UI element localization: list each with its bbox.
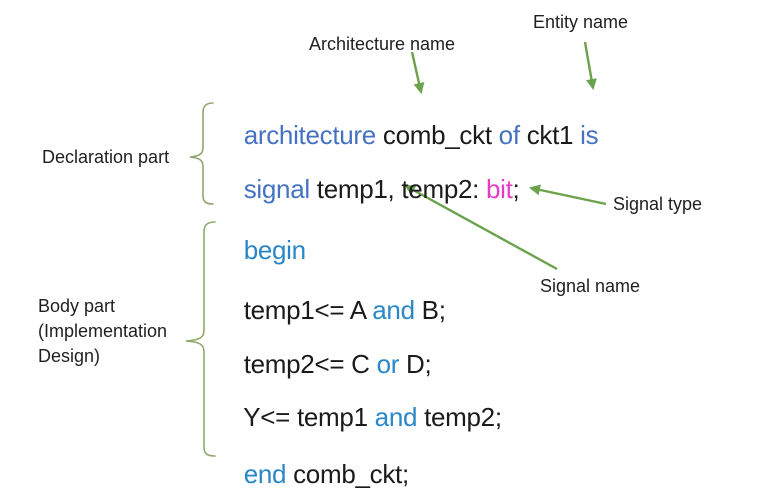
code-segment: D; — [399, 349, 432, 379]
code-segment: ckt1 — [526, 120, 581, 150]
code-segment: begin — [243, 235, 306, 265]
declaration-part-label: Declaration part — [42, 147, 170, 167]
code-segment: of — [498, 120, 527, 150]
code-line-begin: begin — [216, 208, 306, 292]
code-segment: bit — [485, 174, 513, 204]
code-segment: and — [372, 295, 415, 325]
code-segment: temp2; — [417, 402, 502, 432]
code-segment: architecture — [243, 120, 383, 150]
code-segment: B; — [414, 295, 446, 325]
entity-name-label: Entity name — [533, 12, 629, 32]
code-segment: temp2<= C — [243, 349, 377, 379]
code-segment: Y<= temp1 — [243, 402, 375, 432]
code-segment: ; — [512, 174, 520, 204]
entity-name-arrow — [583, 41, 597, 90]
code-line-architecture: architecture comb_ckt of ckt1 is — [216, 93, 599, 177]
code-line-temp1-assign: temp1<= A and B; — [216, 268, 446, 352]
code-segment: comb_ckt; — [293, 459, 409, 489]
body-part-label: Body part (Implementation Design) — [38, 294, 167, 369]
signal-type-arrow — [529, 184, 607, 206]
code-segment: or — [376, 349, 400, 379]
signal-name-label: Signal name — [540, 276, 641, 296]
body-part-label-line-2: (Implementation — [38, 321, 168, 341]
code-segment: comb_ckt — [382, 120, 499, 150]
code-segment: temp1<= A — [243, 295, 373, 325]
code-line-temp2-assign: temp2<= C or D; — [216, 322, 432, 406]
code-segment: end — [243, 459, 294, 489]
code-segment: signal — [243, 174, 317, 204]
code-line-signal: signal temp1, temp2: bit; — [216, 147, 520, 231]
code-segment: temp1, temp2: — [316, 174, 486, 204]
body-part-label-line-3: Design) — [38, 346, 101, 366]
code-line-y-assign: Y<= temp1 and temp2; — [216, 375, 502, 459]
body-part-brace — [185, 221, 216, 457]
signal-type-label: Signal type — [613, 194, 703, 214]
architecture-name-label: Architecture name — [309, 34, 456, 54]
declaration-part-brace — [189, 102, 214, 205]
code-segment: is — [580, 120, 599, 150]
architecture-name-arrow — [410, 51, 425, 94]
code-segment: and — [374, 402, 418, 432]
code-line-end: end comb_ckt; — [216, 432, 410, 499]
body-part-label-line-1: Body part — [38, 296, 116, 316]
signal-name-arrow — [404, 184, 558, 271]
